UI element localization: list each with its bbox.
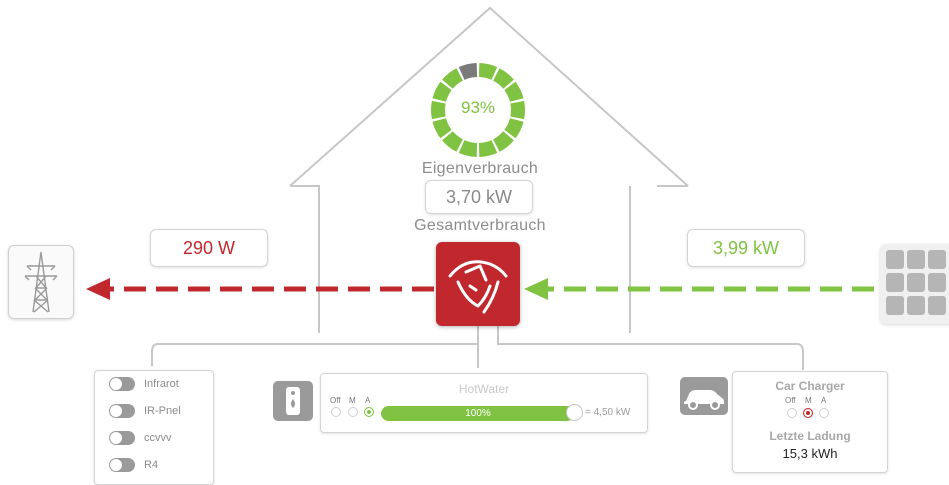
switch-label: Infrarot <box>144 378 179 390</box>
switch-row-r4[interactable]: R4 <box>109 455 158 475</box>
mode-auto-radio[interactable] <box>364 407 374 417</box>
total-consumption-label: Gesamtverbrauch <box>414 217 546 234</box>
mode-manual-radio[interactable] <box>803 408 813 418</box>
fox-logo-icon[interactable] <box>436 242 520 326</box>
mode-label-off: Off <box>785 396 796 405</box>
switch-label: R4 <box>144 459 159 471</box>
ring-segment-empty <box>458 63 478 80</box>
switch-label: IR-Pnel <box>144 405 181 417</box>
self-consumption-percent: 93% <box>460 98 496 117</box>
switch-row-ir-pnel[interactable]: IR-Pnel <box>109 401 181 421</box>
ring-segment-filled <box>432 81 452 102</box>
ring-segment-filled <box>510 100 525 120</box>
ring-segment-filled <box>442 68 463 89</box>
ring-segment-filled <box>458 140 478 157</box>
hotwater-progress-fill <box>381 406 575 421</box>
total-consumption-value: 3,70 kW <box>425 180 533 214</box>
mode-label-off: Off <box>330 396 341 405</box>
solar-panel-icon[interactable] <box>880 244 949 324</box>
energy-flow-arrows <box>86 278 874 300</box>
solar-power-value: 3,99 kW <box>687 229 805 267</box>
toggle-switch[interactable] <box>109 431 135 445</box>
switch-label: ccvvv <box>144 432 172 444</box>
ring-segment-filled <box>431 100 446 120</box>
car-icon <box>680 377 728 415</box>
switch-row-infrarot[interactable]: Infrarot <box>109 374 179 394</box>
last-charge-label: Letzte Ladung <box>769 429 851 443</box>
ring-segment-filled <box>493 131 514 152</box>
water-heater-icon <box>273 381 313 421</box>
hotwater-progress-bar: 100% <box>381 406 575 421</box>
hotwater-title: HotWater <box>458 382 510 396</box>
mode-auto-radio[interactable] <box>819 408 829 418</box>
mode-off-radio[interactable] <box>331 407 341 417</box>
ring-segment-filled <box>504 81 524 102</box>
mode-label-m: M <box>805 396 812 405</box>
power-pylon-icon[interactable] <box>8 245 74 319</box>
ring-segment-filled <box>504 118 524 139</box>
switch-row-ccvvv[interactable]: ccvvv <box>109 428 172 448</box>
toggle-switch[interactable] <box>109 458 135 472</box>
mode-label-m: M <box>349 396 356 405</box>
toggle-switch[interactable] <box>109 377 135 391</box>
hotwater-energy: = 4,50 kW <box>585 407 631 418</box>
self-consumption-label: Eigenverbrauch <box>421 160 539 177</box>
car-charger-title: Car Charger <box>775 379 845 393</box>
hotwater-slider-handle[interactable] <box>566 404 583 421</box>
ring-segment-filled <box>442 131 463 152</box>
last-charge-value: 15,3 kWh <box>782 446 838 461</box>
mode-label-a: A <box>821 396 827 405</box>
grid-power-value: 290 W <box>150 229 268 267</box>
car-charger-panel: Car Charger Off M A Letzte Ladung 15,3 k… <box>732 371 888 473</box>
hotwater-panel: HotWater Off M A 100% = 4,50 kW <box>320 373 648 433</box>
ring-segment-filled <box>478 140 498 157</box>
grid-export-arrowhead <box>86 278 110 300</box>
ring-segment-filled <box>432 118 452 139</box>
ring-segment-filled <box>478 63 498 80</box>
solar-arrowhead <box>524 278 548 300</box>
self-consumption-ring <box>431 63 525 157</box>
ring-segment-filled <box>493 68 514 89</box>
switches-panel: Infrarot IR-Pnel ccvvv R4 <box>94 370 214 485</box>
mode-label-a: A <box>365 396 371 405</box>
mode-off-radio[interactable] <box>787 408 797 418</box>
toggle-switch[interactable] <box>109 404 135 418</box>
hotwater-progress-label: 100% <box>465 408 491 419</box>
mode-manual-radio[interactable] <box>348 407 358 417</box>
